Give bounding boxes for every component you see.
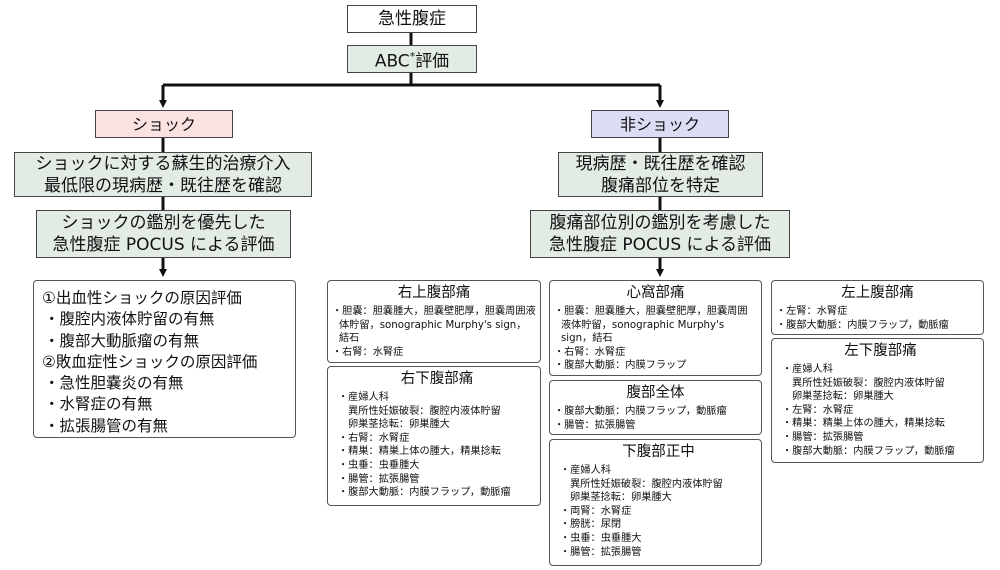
region-line: ・腹部大動脈：内膜フラップ，動脈瘤: [776, 319, 949, 331]
region-line: ・右腎：水腎症: [332, 346, 404, 358]
region-box-right-upper: 右上腹部痛 ・胆嚢：胆嚢腫大，胆嚢壁肥厚，胆嚢周囲液体貯留，sonographi…: [327, 280, 541, 363]
shock-list-item: ・拡張腸管の有無: [44, 416, 169, 435]
nonshock-box: 非ショック: [591, 110, 729, 138]
region-line: ・精巣：精巣上体の腫大，精巣捻転: [782, 418, 945, 430]
region-line: ・産婦人科: [560, 465, 611, 476]
region-line: ・左腎：水腎症: [776, 306, 848, 317]
region-box-left-lower: 左下腹部痛 ・産婦人科 異所性妊娠破裂：腹腔内液体貯留 卵巣茎捻転：卵巣腫大 ・…: [771, 338, 984, 463]
region-line: ・腸管：拡張腸管: [782, 431, 864, 443]
region-title: 腹部全体: [626, 385, 685, 401]
region-box-whole-abdomen: 腹部全体 ・腹部大動脈：内膜フラップ，動脈瘤 ・腸管：拡張腸管: [549, 380, 762, 435]
shock-list-item: ・水腎症の有無: [44, 395, 153, 414]
region-line: ・胆嚢：胆嚢腫大，胆嚢壁肥厚，胆嚢周囲液体貯留，sonographic Murp…: [554, 306, 748, 345]
region-line: 卵巣茎捻転：卵巣腫大: [792, 391, 894, 403]
nonshock-step1-line2: 腹痛部位を特定: [601, 175, 720, 196]
region-line: ・腸管：拡張腸管: [554, 419, 636, 431]
region-line: 異所性妊娠破裂：腹腔内液体貯留: [792, 377, 945, 389]
region-line: ・右腎：水腎症: [338, 432, 410, 444]
nonshock-label: 非ショック: [619, 114, 700, 134]
region-line: ・精巣：精巣上体の腫大，精巣捻転: [338, 446, 501, 458]
region-line: ・腸管：拡張腸管: [560, 546, 642, 558]
region-line: 卵巣茎捻転：卵巣腫大: [570, 492, 672, 504]
region-line: ・腹部大動脈：内膜フラップ，動脈瘤: [554, 406, 727, 417]
shock-step1-line1: ショックに対する蘇生的治療介入: [35, 153, 291, 174]
shock-step2-box: ショックの鑑別を優先した 急性腹症 POCUS による評価: [36, 210, 291, 258]
nonshock-step2-line1: 腹痛部位別の鑑別を考慮した: [549, 213, 771, 233]
region-line: 卵巣茎捻転：卵巣腫大: [348, 419, 450, 431]
region-box-epigastric: 心窩部痛 ・胆嚢：胆嚢腫大，胆嚢壁肥厚，胆嚢周囲液体貯留，sonographic…: [549, 280, 762, 376]
shock-list-item: ・急性胆嚢炎の有無: [44, 374, 184, 393]
shock-step2-line2: 急性腹症 POCUS による評価: [52, 235, 275, 255]
region-box-lower-midline: 下腹部正中 ・産婦人科 異所性妊娠破裂：腹腔内液体貯留 卵巣茎捻転：卵巣腫大 ・…: [549, 439, 762, 566]
region-line: 異所性妊娠破裂：腹腔内液体貯留: [570, 478, 723, 490]
shock-list-item: ・腹部大動脈瘤の有無: [44, 331, 200, 350]
region-title: 心窩部痛: [626, 285, 685, 301]
region-line: ・産婦人科: [338, 392, 389, 403]
shock-step1-box: ショックに対する蘇生的治療介入 最低限の現病歴・既往歴を確認: [14, 152, 312, 197]
abc-text: ABC*評価: [374, 49, 450, 72]
title-text: 急性腹症: [378, 9, 446, 29]
region-line: ・右腎：水腎症: [554, 346, 626, 358]
region-box-left-upper: 左上腹部痛 ・左腎：水腎症 ・腹部大動脈：内膜フラップ，動脈瘤: [771, 280, 984, 335]
region-line: ・虫垂：虫垂腫大: [338, 459, 420, 471]
region-line: ・腸管：拡張腸管: [338, 473, 420, 485]
shock-step2-line1: ショックの鑑別を優先した: [61, 213, 266, 233]
shock-evaluation-list: ①出血性ショックの原因評価 ・腹腔内液体貯留の有無 ・腹部大動脈瘤の有無 ②敗血…: [33, 280, 296, 438]
shock-list-item: ・腹腔内液体貯留の有無: [44, 310, 215, 329]
region-title: 左下腹部痛: [844, 343, 917, 359]
region-line: ・腹部大動脈：内膜フラップ: [554, 360, 687, 372]
region-line: ・膀胱：尿閉: [560, 519, 622, 531]
title-box: 急性腹症: [347, 5, 477, 33]
shock-list-item: ①出血性ショックの原因評価: [42, 289, 242, 307]
shock-step1-line2: 最低限の現病歴・既往歴を確認: [44, 175, 282, 196]
region-title: 右上腹部痛: [397, 285, 471, 301]
shock-list-item: ②敗血症性ショックの原因評価: [42, 352, 258, 371]
region-line: ・腹部大動脈：内膜フラップ，動脈瘤: [782, 445, 955, 457]
nonshock-step2-line2: 急性腹症 POCUS による評価: [548, 235, 772, 255]
region-line: ・胆嚢：胆嚢腫大，胆嚢壁肥厚，胆嚢周囲液体貯留，sonographic Murp…: [332, 306, 536, 345]
region-title: 左上腹部痛: [841, 285, 914, 301]
region-line: ・両腎：水腎症: [560, 505, 632, 517]
region-title: 右下腹部痛: [400, 371, 474, 387]
region-title: 下腹部正中: [622, 444, 695, 460]
nonshock-step1-line1: 現病歴・既往歴を確認: [575, 153, 746, 174]
region-box-right-lower: 右下腹部痛 ・産婦人科 異所性妊娠破裂：腹腔内液体貯留 卵巣茎捻転：卵巣腫大 ・…: [327, 366, 541, 506]
shock-box: ショック: [95, 110, 233, 138]
abc-box: ABC*評価: [347, 45, 477, 73]
region-line: ・左腎：水腎症: [782, 404, 854, 416]
region-line: ・腹部大動脈：内膜フラップ，動脈瘤: [338, 487, 511, 499]
shock-label: ショック: [131, 114, 196, 134]
region-line: 異所性妊娠破裂：腹腔内液体貯留: [348, 405, 501, 417]
nonshock-step1-box: 現病歴・既往歴を確認 腹痛部位を特定: [558, 152, 763, 197]
region-line: ・虫垂：虫垂腫大: [560, 532, 642, 544]
nonshock-step2-box: 腹痛部位別の鑑別を考慮した 急性腹症 POCUS による評価: [530, 210, 790, 258]
region-line: ・産婦人科: [782, 364, 833, 375]
